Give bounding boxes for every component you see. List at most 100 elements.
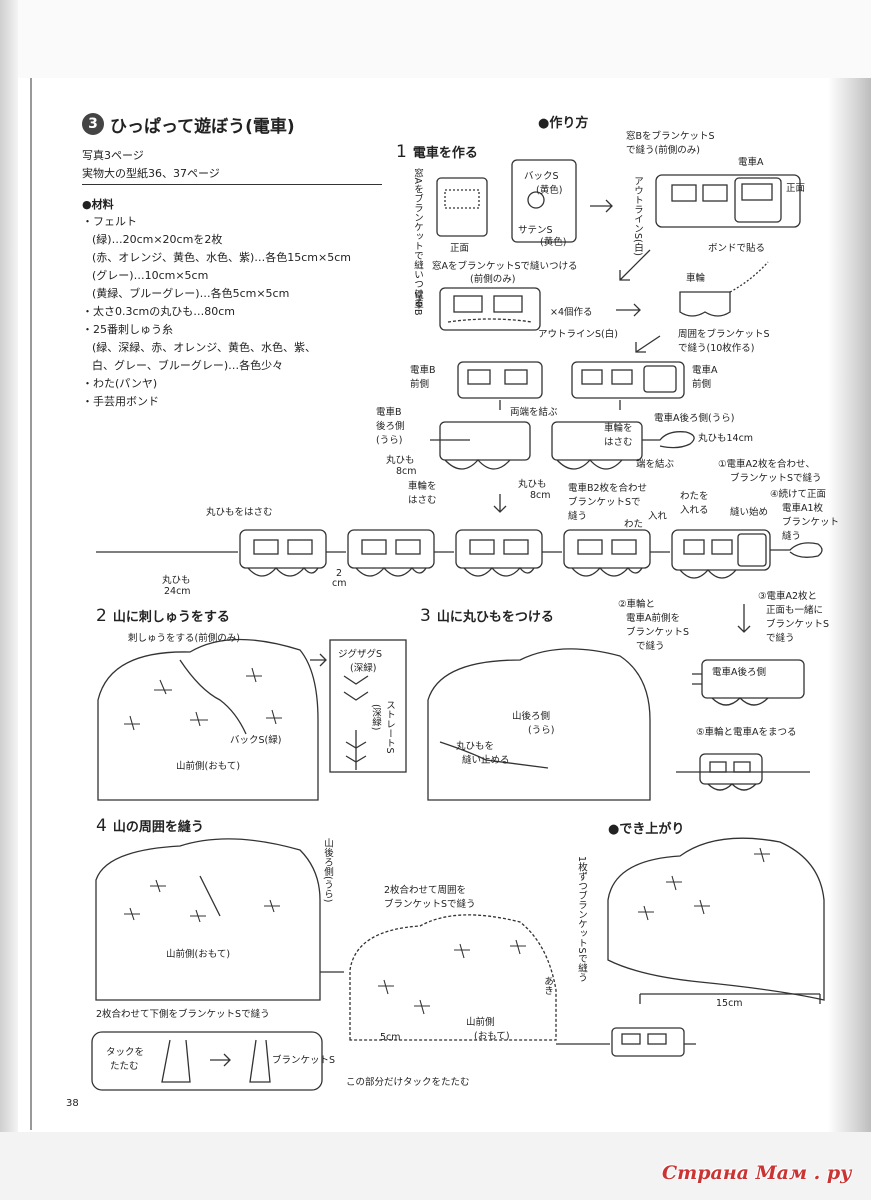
note: (黄色) <box>536 185 563 196</box>
note: (おもて) <box>474 1031 510 1042</box>
note: 5cm <box>380 1032 401 1043</box>
note: 電車A <box>692 365 718 376</box>
material-line: (緑)…20cm×20cmを2枚 <box>92 233 223 246</box>
straight-stitch <box>345 730 367 770</box>
scan-left-edge <box>0 0 18 1200</box>
page-number: 38 <box>66 1098 79 1109</box>
note: バックS <box>524 171 559 182</box>
note: (うら) <box>528 725 555 736</box>
note: 後ろ側 <box>376 421 405 432</box>
train-car <box>239 529 327 577</box>
mountain-assembly-left <box>95 838 344 1001</box>
note: あき <box>542 976 553 995</box>
note: (黄色) <box>540 237 567 248</box>
note: 入れ <box>648 511 668 522</box>
note: 窓BをブランケットS <box>626 131 715 142</box>
note: 電車B2枚を合わせ <box>568 483 648 494</box>
note: バックS(緑) <box>230 735 282 746</box>
note: 山前側(おもて) <box>166 949 231 960</box>
note: 山後ろ側 <box>512 711 551 722</box>
train-engine <box>671 529 823 579</box>
finished-heading: ●でき上がり <box>608 822 685 837</box>
note: 2枚合わせて周囲を <box>384 885 467 896</box>
note: 窓AをブランケットSで縫いつける <box>432 261 578 272</box>
note: cm <box>332 578 347 589</box>
note: 正面も一緒に <box>766 605 824 616</box>
wheel-piece <box>679 261 769 317</box>
arrow-icon <box>310 653 327 667</box>
note: サテンS <box>518 225 553 236</box>
train-a-back-detail <box>692 659 805 706</box>
binding-shadow <box>828 78 871 1138</box>
pattern-reference: 実物大の型紙36、37ページ <box>82 167 220 180</box>
material-line: ・わた(パンヤ) <box>82 377 158 390</box>
note: 丸ひも <box>386 455 415 466</box>
note: この部分だけタックをたたむ <box>346 1077 470 1088</box>
note: はさむ <box>604 437 633 448</box>
header-divider <box>82 184 382 185</box>
material-line: (緑、深緑、赤、オレンジ、黄色、水色、紫、 <box>92 341 316 354</box>
book-page <box>30 78 832 1130</box>
note: ブランケットSで <box>568 497 641 508</box>
material-line: ・太さ0.3cmの丸ひも…80cm <box>82 305 236 318</box>
note: 丸ひもを <box>456 741 495 752</box>
train-car <box>455 529 543 577</box>
material-line: ・フェルト <box>82 215 137 228</box>
stitch-legend-box <box>329 639 407 773</box>
note: ボンドで貼る <box>708 243 766 254</box>
note: 縫う <box>782 531 802 542</box>
note: 車輪を <box>408 481 437 492</box>
note: ③電車A2枚と <box>758 591 818 602</box>
note: (深緑) <box>370 704 381 731</box>
note: (前側のみ) <box>470 274 516 285</box>
materials-heading: ●材料 <box>82 198 114 211</box>
arrow-icon <box>619 249 651 281</box>
note: (うら) <box>376 435 403 446</box>
note: 丸ひも14cm <box>698 433 754 444</box>
note: ①電車A2枚を合わせ、 <box>718 459 816 470</box>
arrow-icon <box>616 303 641 317</box>
note: 車輪を <box>604 423 633 434</box>
note: 正面 <box>786 183 806 194</box>
note: ②車輪と <box>618 599 656 610</box>
arrow-icon <box>493 494 507 513</box>
note: 入れる <box>680 505 709 516</box>
train-b-front <box>457 361 543 399</box>
note: 8cm <box>530 490 551 501</box>
note: 電車A後ろ側(うら) <box>654 413 735 424</box>
train-a-back-assembly <box>551 421 695 470</box>
note: 電車B <box>410 365 436 376</box>
note: ×4個作る <box>550 307 593 318</box>
note: タックを <box>106 1047 145 1058</box>
small-train-bottom <box>600 1027 696 1057</box>
note: わたを <box>680 491 709 502</box>
note: (深緑) <box>350 663 377 674</box>
mountain-front-embroidery <box>97 638 319 801</box>
note: 縫い始め <box>730 507 769 518</box>
note: ④続けて正面 <box>770 489 827 500</box>
note: はさむ <box>408 495 437 506</box>
note: 山後ろ側(うら) <box>322 838 333 903</box>
note: 両端を結ぶ <box>510 407 558 418</box>
note: 電車A後ろ側 <box>712 667 766 678</box>
note: で縫う(10枚作る) <box>678 343 755 354</box>
train-b-body <box>439 287 541 331</box>
note: 正面 <box>450 243 470 254</box>
train-car <box>347 529 435 577</box>
note: ブランケットS <box>272 1055 336 1066</box>
note: ⑤車輪と電車Aをまつる <box>696 727 797 738</box>
watermark: Страна Мам . ру <box>662 1162 852 1184</box>
note: ブランケットS <box>626 627 690 638</box>
note: ストレートS <box>384 700 395 754</box>
finished-mountain <box>607 837 825 1004</box>
note: アウトラインS(白) <box>632 176 643 256</box>
mountain-back-cord <box>427 648 651 801</box>
small-train-pull <box>676 753 810 791</box>
note: 車輪 <box>686 273 706 284</box>
note: 縫い止める <box>462 755 510 766</box>
note: 刺しゅうをする(前側のみ) <box>128 633 240 644</box>
material-line: (グレー)…10cm×5cm <box>92 269 209 282</box>
